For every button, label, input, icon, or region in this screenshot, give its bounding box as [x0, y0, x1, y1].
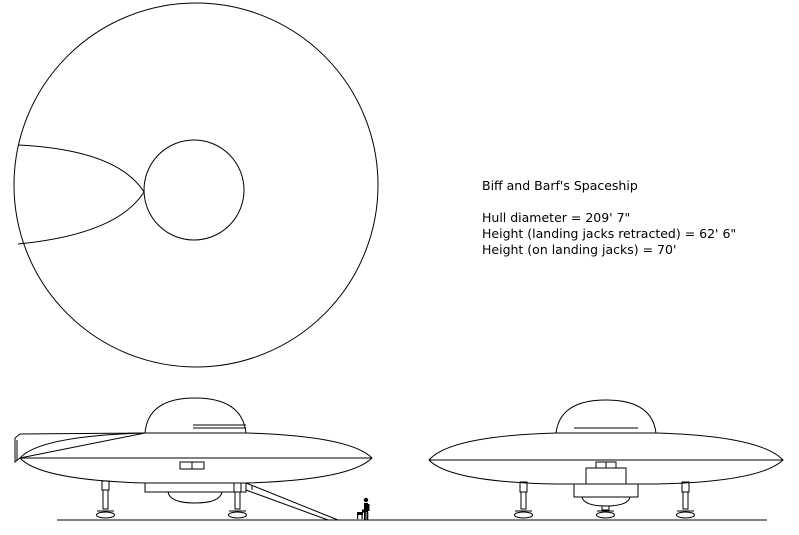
human-scale-figure: [363, 497, 370, 520]
side-view: [14, 397, 373, 521]
top-view: [13, 2, 379, 368]
landing-leg-right-front: [676, 481, 695, 519]
landing-leg-left-side: [96, 480, 115, 519]
boarding-ramp-side: [245, 482, 339, 521]
spaceship-title: Biff and Barf's Spaceship: [482, 178, 638, 193]
hull-outline-top: [13, 2, 379, 368]
hatch-front: [585, 467, 627, 485]
dog-scale-figure: [357, 509, 365, 519]
spec-height-retracted: Height (landing jacks retracted) = 62' 6…: [482, 226, 737, 241]
underside-pod-side: [167, 491, 223, 504]
dome-front: [555, 399, 657, 434]
landing-leg-right-side: [228, 482, 247, 519]
front-view: [428, 399, 784, 519]
hatch-base-front: [573, 483, 639, 498]
landing-leg-center-front: [596, 505, 615, 519]
spec-height-on-jacks: Height (on landing jacks) = 70': [482, 242, 677, 257]
hull-front: [428, 432, 784, 485]
spec-caption: Biff and Barf's Spaceship Hull diameter …: [482, 178, 736, 258]
dome-outline-top: [143, 139, 245, 241]
landing-leg-left-front: [514, 481, 533, 519]
underside-module-side: [144, 483, 247, 493]
hatch-flap-side: [14, 432, 146, 464]
ramp-outline-top: [17, 144, 145, 245]
dome-side: [144, 397, 247, 434]
underside-pod-front: [581, 496, 631, 507]
spec-hull-diameter: Hull diameter = 209' 7": [482, 210, 631, 225]
